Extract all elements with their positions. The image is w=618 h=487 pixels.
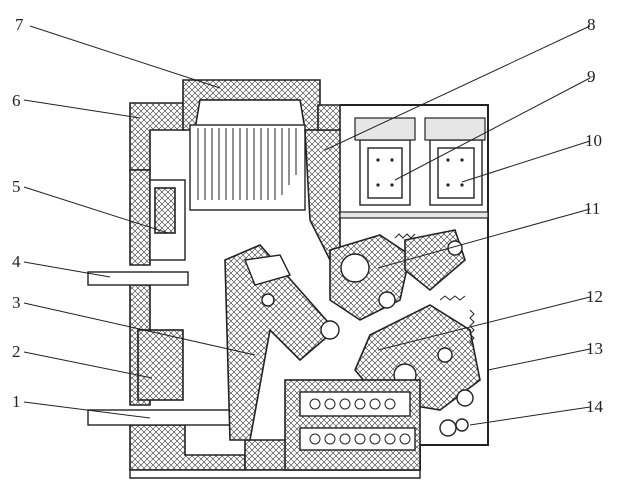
leader-8 <box>324 25 591 151</box>
callout-2: 2 <box>12 342 21 361</box>
callout-6: 6 <box>12 91 21 110</box>
leader-1 <box>23 401 151 419</box>
leader-6 <box>23 99 141 119</box>
bimetal-release-assembly <box>284 379 469 471</box>
callout-14: 14 <box>586 397 604 416</box>
shunt-release-unit <box>354 117 416 206</box>
leader-4 <box>23 261 111 278</box>
leader-lines <box>23 25 591 426</box>
callout-3: 3 <box>12 293 21 312</box>
callout-12: 12 <box>586 287 603 306</box>
leader-2 <box>23 351 153 379</box>
callout-10: 10 <box>585 131 602 150</box>
leader-3 <box>23 302 256 356</box>
callout-4: 4 <box>12 252 21 271</box>
callout-7: 7 <box>15 15 24 34</box>
callout-1: 1 <box>12 392 21 411</box>
leader-5 <box>23 186 169 234</box>
leader-13 <box>487 348 591 371</box>
callout-9: 9 <box>587 67 596 86</box>
undervoltage-release-unit <box>424 117 486 206</box>
callout-labels: 1 2 3 4 5 6 7 8 9 10 11 12 13 14 <box>12 15 604 416</box>
leader-12 <box>377 296 591 351</box>
upper-terminal-busbar <box>87 271 189 286</box>
arc-chute-cover <box>182 79 321 131</box>
callout-5: 5 <box>12 177 21 196</box>
leader-9 <box>394 77 591 181</box>
callout-13: 13 <box>586 339 603 358</box>
moving-contact-arm <box>224 244 340 441</box>
callout-8: 8 <box>587 15 596 34</box>
arc-chute-side-wall <box>304 104 341 262</box>
arc-grid-plates <box>189 124 306 211</box>
leader-7 <box>29 25 221 89</box>
callout-11: 11 <box>584 199 600 218</box>
leader-14 <box>469 406 591 426</box>
leader-11 <box>377 208 591 269</box>
leader-10 <box>461 140 591 183</box>
lower-terminal-busbar <box>87 409 249 426</box>
